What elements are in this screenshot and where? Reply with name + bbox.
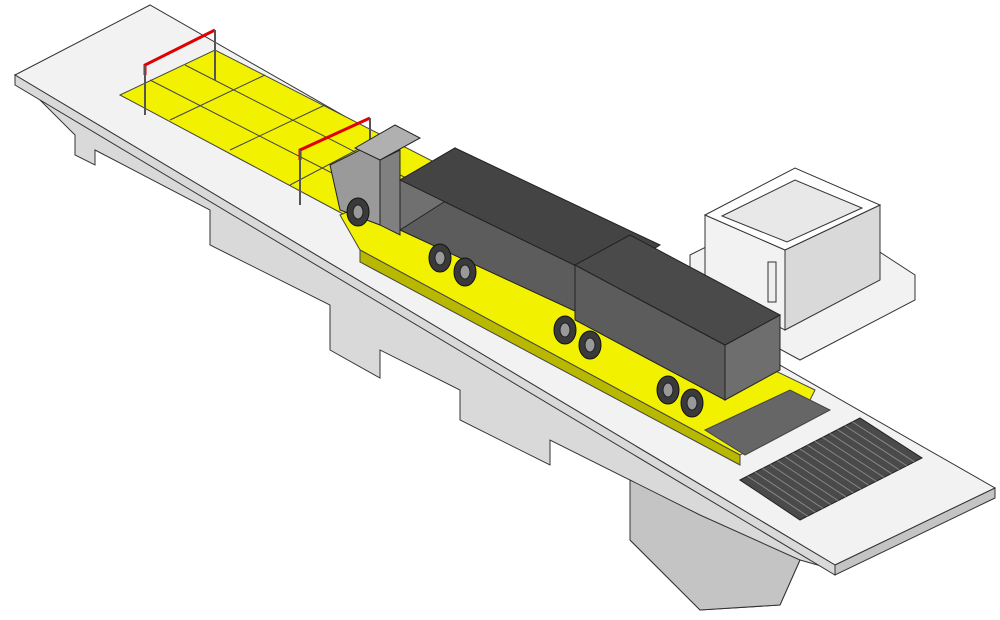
grate-bar <box>852 421 915 463</box>
truck-cab-top <box>353 124 422 161</box>
platform-pit-grate <box>703 389 832 456</box>
grate-bar <box>777 460 839 502</box>
building-door <box>767 261 777 303</box>
grate-bar <box>814 440 877 482</box>
truck-wheels <box>346 197 704 418</box>
wheel-hub <box>584 337 596 353</box>
building-interior <box>720 179 864 243</box>
grate-bar <box>747 475 808 517</box>
platform-frame-side <box>359 249 741 466</box>
grate-bar <box>769 464 831 505</box>
grate-bars <box>747 421 915 517</box>
grate-bar <box>837 429 900 471</box>
wheel-hub <box>459 264 471 280</box>
grate-bar <box>799 448 862 490</box>
truck-cab-side <box>379 149 401 236</box>
concrete-slab-end-edge <box>834 487 996 576</box>
wheel-hub <box>559 322 571 338</box>
grate-bar <box>829 433 892 474</box>
grate-bar <box>807 444 869 486</box>
wheel-hub <box>434 250 446 266</box>
wheel-hub <box>352 204 364 220</box>
grate-bar <box>844 425 908 467</box>
trailer-1-top <box>398 147 662 281</box>
trailer-2-top <box>573 234 782 346</box>
truck <box>329 124 782 418</box>
foundation-end-face <box>629 479 801 611</box>
deck-seam <box>229 104 326 151</box>
grate-bar <box>792 452 854 494</box>
grate-bar <box>784 456 847 498</box>
deck-seam <box>169 74 266 121</box>
wheel-hub <box>662 382 674 398</box>
wheel-hub <box>686 395 698 411</box>
grate-bar <box>754 471 816 513</box>
floor-grate <box>739 417 924 521</box>
grate-bar <box>762 467 824 509</box>
grate-bar <box>822 436 885 478</box>
